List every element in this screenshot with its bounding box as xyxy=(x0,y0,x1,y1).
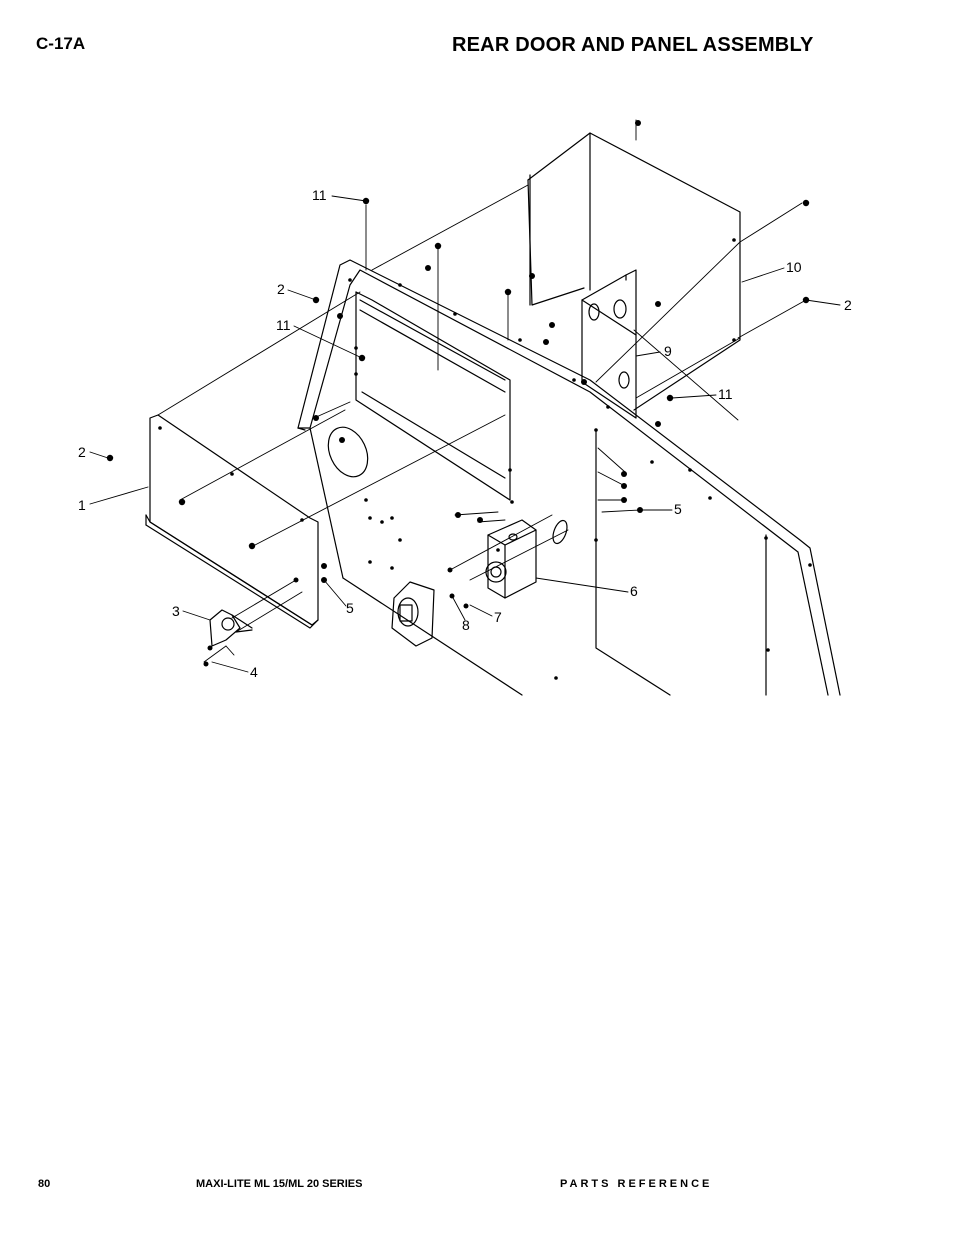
callout-2-left: 2 xyxy=(78,444,86,460)
fasteners xyxy=(106,120,812,680)
callout-9: 9 xyxy=(664,343,672,359)
footer-reference: PARTS REFERENCE xyxy=(560,1178,713,1190)
callout-1: 1 xyxy=(78,497,86,513)
footer-page-number: 80 xyxy=(38,1178,51,1190)
leader-lines xyxy=(89,195,841,673)
rear-panel-frame xyxy=(297,259,841,696)
callout-5-right: 5 xyxy=(674,501,682,517)
mounting-bracket xyxy=(581,269,637,419)
page-title: REAR DOOR AND PANEL ASSEMBLY xyxy=(452,34,814,56)
plug-receptacle xyxy=(391,581,435,647)
callout-labels: 1 2 2 2 3 4 5 5 6 7 8 9 10 11 11 11 xyxy=(78,187,852,680)
explosion-lines xyxy=(157,119,807,633)
callout-7: 7 xyxy=(494,609,502,625)
callout-11-right: 11 xyxy=(718,386,733,402)
callout-6: 6 xyxy=(630,583,638,599)
cover-panel xyxy=(527,132,741,411)
page-code: C-17A xyxy=(36,34,86,53)
callout-8: 8 xyxy=(462,617,470,633)
callout-2-upper: 2 xyxy=(277,281,285,297)
circular-cutout xyxy=(327,426,369,478)
callout-10: 10 xyxy=(786,259,802,275)
callout-11-top: 11 xyxy=(312,187,327,203)
callout-2-right: 2 xyxy=(844,297,852,313)
panel-inner-opening xyxy=(355,291,767,696)
callout-5-left: 5 xyxy=(346,600,354,616)
footer-series: MAXI-LITE ML 15/ML 20 SERIES xyxy=(196,1178,363,1190)
rear-door xyxy=(145,414,319,629)
callout-4: 4 xyxy=(250,664,258,680)
latch-assembly xyxy=(209,609,253,647)
callout-11-left: 11 xyxy=(276,317,291,333)
callout-3: 3 xyxy=(172,603,180,619)
